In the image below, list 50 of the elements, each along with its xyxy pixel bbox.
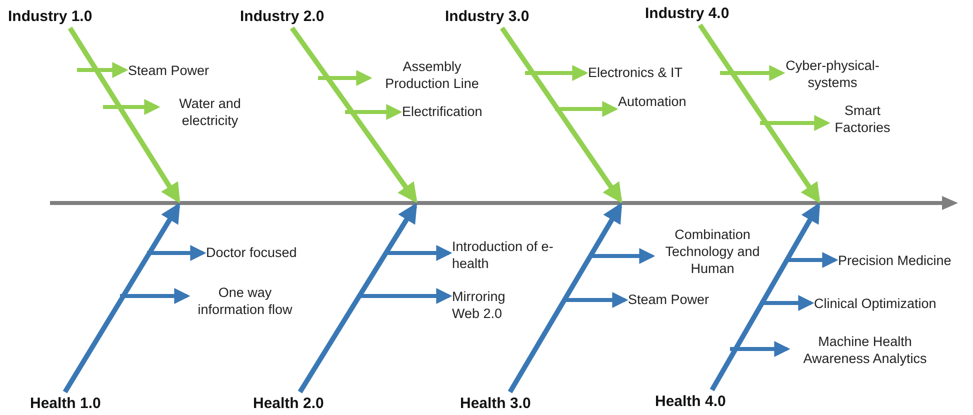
era-heading: Health 2.0 [253,395,324,412]
era-heading: Industry 2.0 [240,8,324,25]
era-heading: Health 4.0 [655,393,726,410]
branch-label: Cyber-physical-systems [785,57,880,91]
branch-label: Doctor focused [206,244,297,261]
branch-label: Precision Medicine [838,252,952,269]
era-heading: Industry 3.0 [445,8,530,25]
branch-label: Clinical Optimization [814,295,936,312]
era-heading: Health 3.0 [460,395,531,412]
branch-label: Electrification [402,103,482,120]
bone-arrow [62,202,180,394]
branch-label: Machine Health Awareness Analytics [790,333,940,367]
branch-label: Combination Technology and Human [655,226,770,277]
branch-arrow [760,295,814,311]
branch-arrow [147,245,206,261]
branch-arrow [590,248,656,264]
branch-arrow [785,252,838,268]
bone-arrow [68,26,180,204]
era-heading: Industry 1.0 [8,8,92,25]
branch-arrow [555,101,618,117]
branch-arrow [760,115,830,131]
branch-arrow [77,62,128,78]
branch-arrow [345,104,402,120]
bone-arrow [290,26,418,204]
branch-label: Mirroring Web 2.0 [452,288,532,322]
branch-label: Steam Power [128,62,210,79]
branch-arrow [720,65,786,81]
bone-arrow [508,202,622,394]
bone-arrow [500,26,622,204]
branch-label: One way information flow [190,284,300,318]
branch-arrow [360,288,452,304]
bone-arrow [298,202,418,394]
branch-label: Water and electricity [160,95,260,129]
branch-label: Smart Factories [830,102,895,136]
branch-label: Steam Power [628,291,710,308]
bone-arrow [698,24,820,204]
branch-label: Introduction of e-health [452,238,567,272]
era-heading: Industry 4.0 [645,5,730,22]
branch-arrow [120,288,190,304]
branch-label: Automation [618,93,686,110]
era-heading: Health 1.0 [30,395,101,412]
bone-arrow [710,202,820,392]
branch-label: Assembly Production Line [372,58,492,92]
branch-arrow [103,99,160,115]
branch-arrow [388,245,452,261]
branch-arrow [730,341,790,357]
branch-arrow [525,65,588,81]
branch-arrow [565,292,628,308]
branch-label: Electronics & IT [588,64,683,81]
branch-arrow [318,70,372,86]
